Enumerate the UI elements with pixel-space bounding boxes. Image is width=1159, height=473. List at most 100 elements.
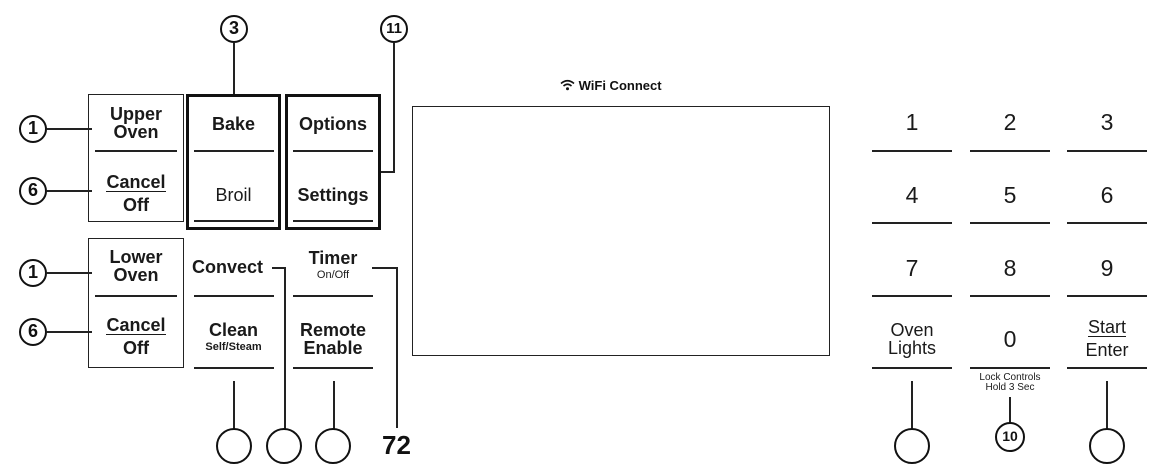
cancel-upper-label: Cancel xyxy=(106,172,166,192)
clean-sub-label: Self/Steam xyxy=(205,341,262,353)
leader-line-convect-horizontal xyxy=(272,267,286,269)
leader-line-convect-vertical xyxy=(284,267,286,429)
wifi-connect-label: WiFi Connect xyxy=(578,78,662,93)
key-9-underline xyxy=(1067,295,1147,297)
leader-line-options-horizontal xyxy=(381,171,395,173)
leader-line-lower-oven xyxy=(47,272,92,274)
start-label: Start xyxy=(1087,317,1126,337)
timer-button[interactable]: Timer On/Off xyxy=(287,249,379,281)
options-settings-group-frame xyxy=(285,94,381,230)
convect-button[interactable]: Convect xyxy=(192,257,264,277)
enter-label: Enter xyxy=(1085,340,1129,360)
key-6-underline xyxy=(1067,222,1147,224)
cancel-lower-label: Cancel xyxy=(106,315,166,335)
settings-button[interactable]: Settings xyxy=(297,185,369,205)
oven-lights-button[interactable]: Oven Lights xyxy=(872,321,952,357)
timer-sub-label: On/Off xyxy=(316,269,350,281)
callout-bake: 3 xyxy=(220,15,248,43)
callout-timer: 72 xyxy=(382,430,411,460)
key-5-underline xyxy=(970,222,1050,224)
upper-oven-button[interactable]: Upper Oven xyxy=(90,105,182,141)
key-2[interactable]: 2 xyxy=(1003,109,1017,135)
key-2-underline xyxy=(970,150,1050,152)
leader-line-start xyxy=(1106,381,1108,429)
clean-divider xyxy=(194,367,274,369)
remote-divider xyxy=(293,367,373,369)
cancel-off-upper-button[interactable]: Cancel Off xyxy=(90,173,182,214)
leader-line-timer-vertical xyxy=(396,267,398,428)
start-enter-underline xyxy=(1067,367,1147,369)
key-7[interactable]: 7 xyxy=(905,255,919,281)
leader-line-options-vertical xyxy=(393,43,395,173)
leader-line-cancel-upper xyxy=(47,190,92,192)
options-divider xyxy=(293,150,373,152)
leader-line-upper-oven xyxy=(47,128,92,130)
lower-oven-group-frame xyxy=(88,238,184,368)
callout-cancel-upper: 6 xyxy=(19,177,47,205)
key-3[interactable]: 3 xyxy=(1100,109,1114,135)
key-0[interactable]: 0 xyxy=(1003,326,1017,352)
key-8[interactable]: 8 xyxy=(1003,255,1017,281)
leader-line-oven-lights xyxy=(911,381,913,429)
timer-divider xyxy=(293,295,373,297)
wifi-connect-indicator: WiFi Connect xyxy=(560,79,662,93)
bake-button[interactable]: Bake xyxy=(211,114,256,134)
leader-line-timer-horizontal xyxy=(372,267,398,269)
leader-line-cancel-lower xyxy=(47,331,92,333)
key-4-underline xyxy=(872,222,952,224)
broil-button[interactable]: Broil xyxy=(215,185,252,205)
callout-circle-remote xyxy=(315,428,351,464)
key-4[interactable]: 4 xyxy=(905,182,919,208)
convect-divider xyxy=(194,295,274,297)
lower-oven-label-line1: Lower xyxy=(109,247,163,267)
key-9[interactable]: 9 xyxy=(1100,255,1114,281)
callout-lock-controls: 10 xyxy=(995,422,1025,452)
off-upper-label: Off xyxy=(123,195,149,215)
callout-cancel-lower: 6 xyxy=(19,318,47,346)
lock-controls-line2: Hold 3 Sec xyxy=(985,382,1035,393)
lower-oven-divider xyxy=(95,295,177,297)
remote-label-line2: Enable xyxy=(303,338,363,358)
cancel-off-lower-button[interactable]: Cancel Off xyxy=(90,316,182,357)
leader-line-lock xyxy=(1009,397,1011,423)
callout-circle-convect xyxy=(266,428,302,464)
key-5[interactable]: 5 xyxy=(1003,182,1017,208)
start-enter-button[interactable]: Start Enter xyxy=(1067,318,1147,359)
callout-upper-oven: 1 xyxy=(19,115,47,143)
callout-circle-start xyxy=(1089,428,1125,464)
lock-controls-line1: Lock Controls xyxy=(979,372,1041,383)
clean-button[interactable]: Clean Self/Steam xyxy=(188,321,279,353)
key-1-underline xyxy=(872,150,952,152)
options-button[interactable]: Options xyxy=(299,114,367,134)
key-1[interactable]: 1 xyxy=(905,109,919,135)
key-0-underline xyxy=(970,367,1050,369)
remote-label-line1: Remote xyxy=(299,320,366,340)
key-3-underline xyxy=(1067,150,1147,152)
clean-label: Clean xyxy=(208,320,259,340)
oven-lights-underline xyxy=(872,367,952,369)
callout-options: 11 xyxy=(380,15,408,43)
callout-lower-oven: 1 xyxy=(19,259,47,287)
key-7-underline xyxy=(872,295,952,297)
callout-circle-oven-lights xyxy=(894,428,930,464)
bake-divider xyxy=(194,150,274,152)
leader-line-remote xyxy=(333,381,335,429)
upper-oven-group-frame xyxy=(88,94,184,222)
key-6[interactable]: 6 xyxy=(1100,182,1114,208)
remote-enable-button[interactable]: Remote Enable xyxy=(287,321,379,357)
oven-lights-label-line2: Lights xyxy=(887,338,937,358)
upper-oven-label-line1: Upper xyxy=(109,104,162,124)
timer-label: Timer xyxy=(308,248,358,268)
upper-oven-label-line2: Oven xyxy=(113,122,159,142)
upper-oven-divider xyxy=(95,150,177,152)
display-screen xyxy=(412,106,830,356)
lock-controls-label: Lock Controls Hold 3 Sec xyxy=(955,373,1065,393)
broil-divider xyxy=(194,220,274,222)
lower-oven-button[interactable]: Lower Oven xyxy=(90,248,182,284)
leader-line-bake xyxy=(233,43,235,94)
lower-oven-label-line2: Oven xyxy=(113,265,159,285)
oven-lights-label-line1: Oven xyxy=(890,320,934,340)
bake-broil-group-frame xyxy=(186,94,281,230)
key-8-underline xyxy=(970,295,1050,297)
